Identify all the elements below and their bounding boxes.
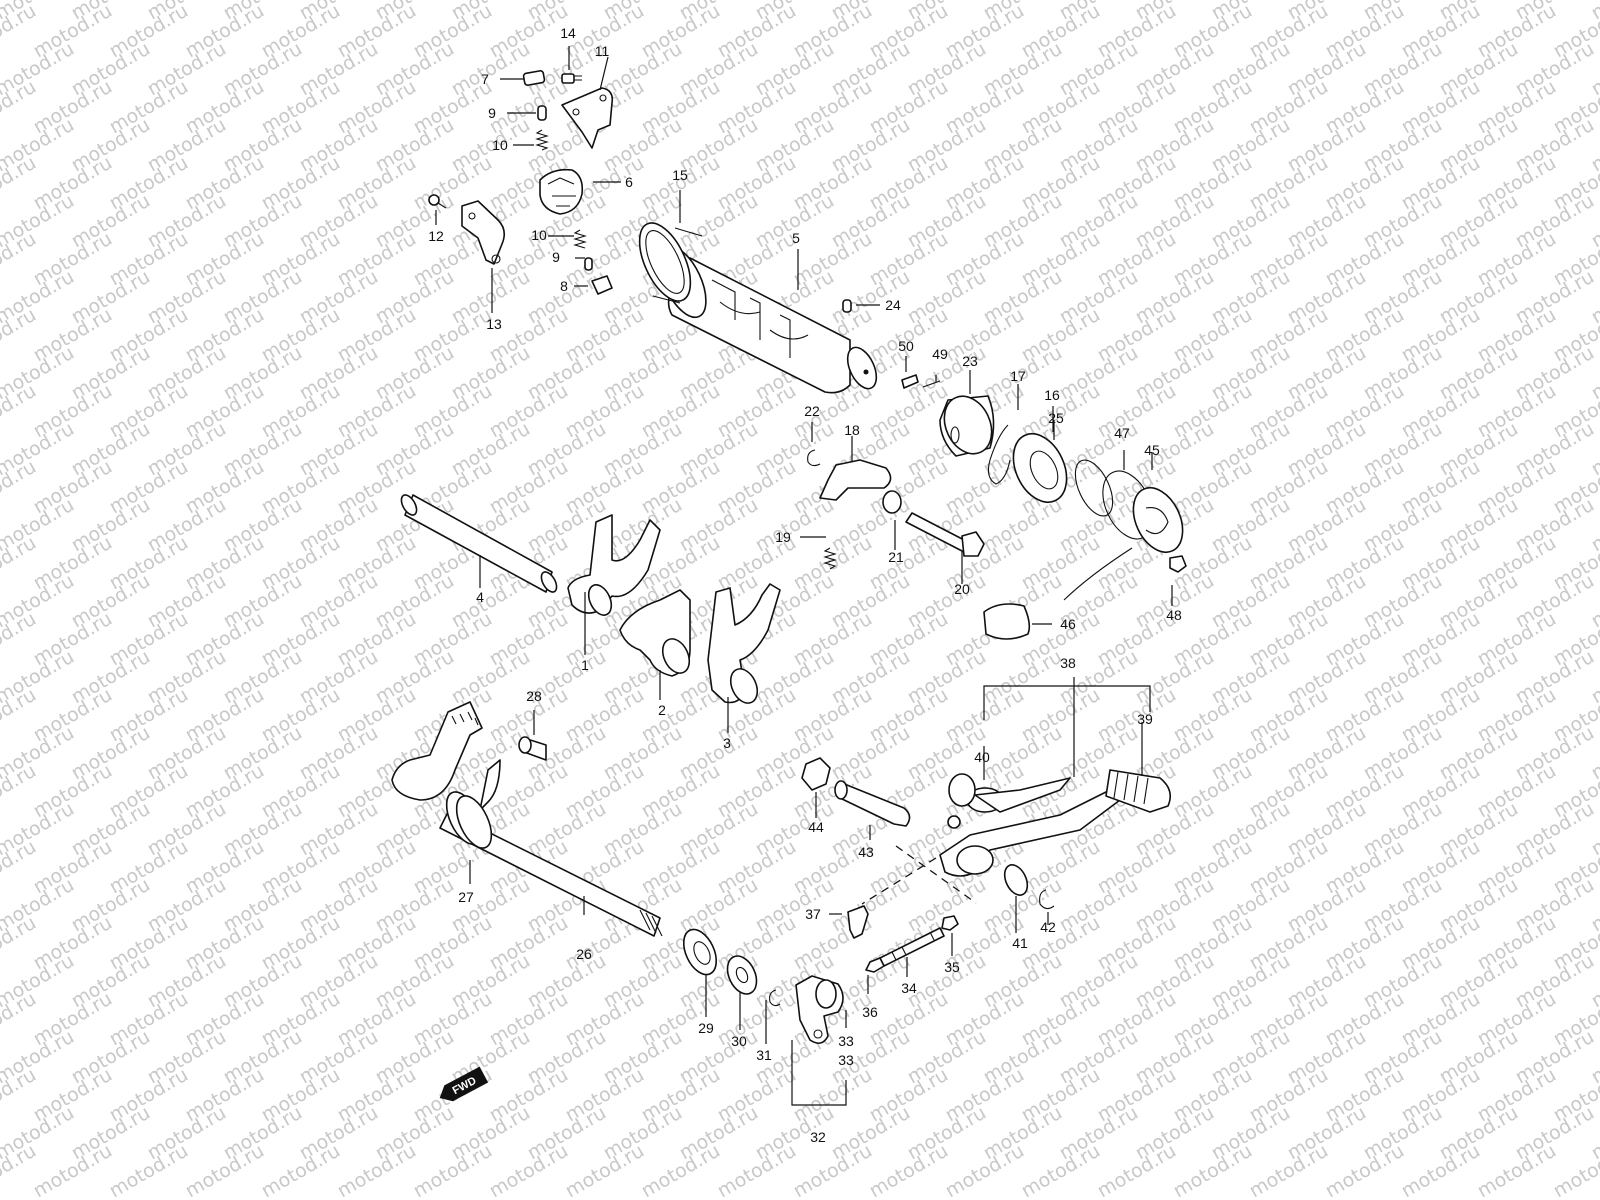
callout-19: 19 [775,529,791,545]
callout-37: 37 [805,906,821,922]
pin-24 [842,299,852,313]
callout-46: 46 [1060,616,1076,632]
callout-44: 44 [808,819,824,835]
cam-stopper-group [428,70,614,295]
shift-cam-drum [638,222,878,394]
leader-lines [435,46,1173,1106]
callout-42: 42 [1040,919,1056,935]
callout-48: 48 [1166,607,1182,623]
callout-33a: 33 [838,1033,854,1049]
callout-8: 8 [560,278,568,294]
callout-18: 18 [844,422,860,438]
callout-16: 16 [1044,387,1060,403]
callout-43: 43 [858,844,874,860]
callout-35: 35 [944,959,960,975]
callout-38: 38 [1060,655,1076,671]
callout-31: 31 [756,1047,772,1063]
drum-bearing-group [901,374,1187,601]
callout-labels: 1 2 3 4 5 6 7 8 9 9 10 10 11 12 13 14 15… [428,25,1182,1145]
shift-lever-link [795,905,959,1044]
callout-41: 41 [1012,935,1028,951]
callout-15: 15 [672,167,688,183]
callout-12: 12 [428,228,444,244]
callout-14: 14 [560,25,576,41]
callout-17: 17 [1010,368,1026,384]
callout-28: 28 [526,688,542,704]
callout-36: 36 [862,1004,878,1020]
cam-driven-gear-plate [807,449,902,570]
callout-9b: 9 [552,249,560,265]
callout-1: 1 [581,657,589,673]
callout-3: 3 [723,735,731,751]
callout-20: 20 [954,581,970,597]
callout-5: 5 [792,230,800,246]
shift-forks [567,514,781,704]
callout-32: 32 [810,1129,826,1145]
callout-30: 30 [731,1033,747,1049]
callout-6: 6 [625,174,633,190]
callout-13: 13 [486,316,502,332]
gearshift-lever [939,769,1171,877]
callout-33b: 33 [838,1052,854,1068]
callout-26: 26 [576,946,592,962]
callout-45: 45 [1144,442,1160,458]
callout-10a: 10 [492,137,508,153]
callout-50: 50 [898,338,914,354]
callout-39: 39 [1137,711,1153,727]
callout-7: 7 [481,71,489,87]
callout-25: 25 [1048,410,1064,426]
assembly-line [861,845,977,905]
parts-layer [391,70,1187,1044]
callout-4: 4 [476,589,484,605]
callout-23: 23 [962,353,978,369]
callout-34: 34 [901,980,917,996]
fork-shaft [400,494,558,593]
gearshift-shaft-assembly [391,701,663,937]
callout-24: 24 [885,297,901,313]
neutral-switch-bolt [518,736,547,761]
callout-9a: 9 [488,105,496,121]
callout-40: 40 [974,749,990,765]
callout-11: 11 [595,43,610,59]
callout-21: 21 [888,549,904,565]
callout-49: 49 [932,346,948,362]
lever-pivot-group [801,757,1055,910]
callout-47: 47 [1114,425,1130,441]
rubber-cap [983,603,1031,640]
callout-22: 22 [804,403,820,419]
callout-10b: 10 [531,227,547,243]
callout-29: 29 [698,1020,714,1036]
callout-27: 27 [458,889,474,905]
callout-2: 2 [658,702,666,718]
shaft-seal-group [682,928,781,1007]
